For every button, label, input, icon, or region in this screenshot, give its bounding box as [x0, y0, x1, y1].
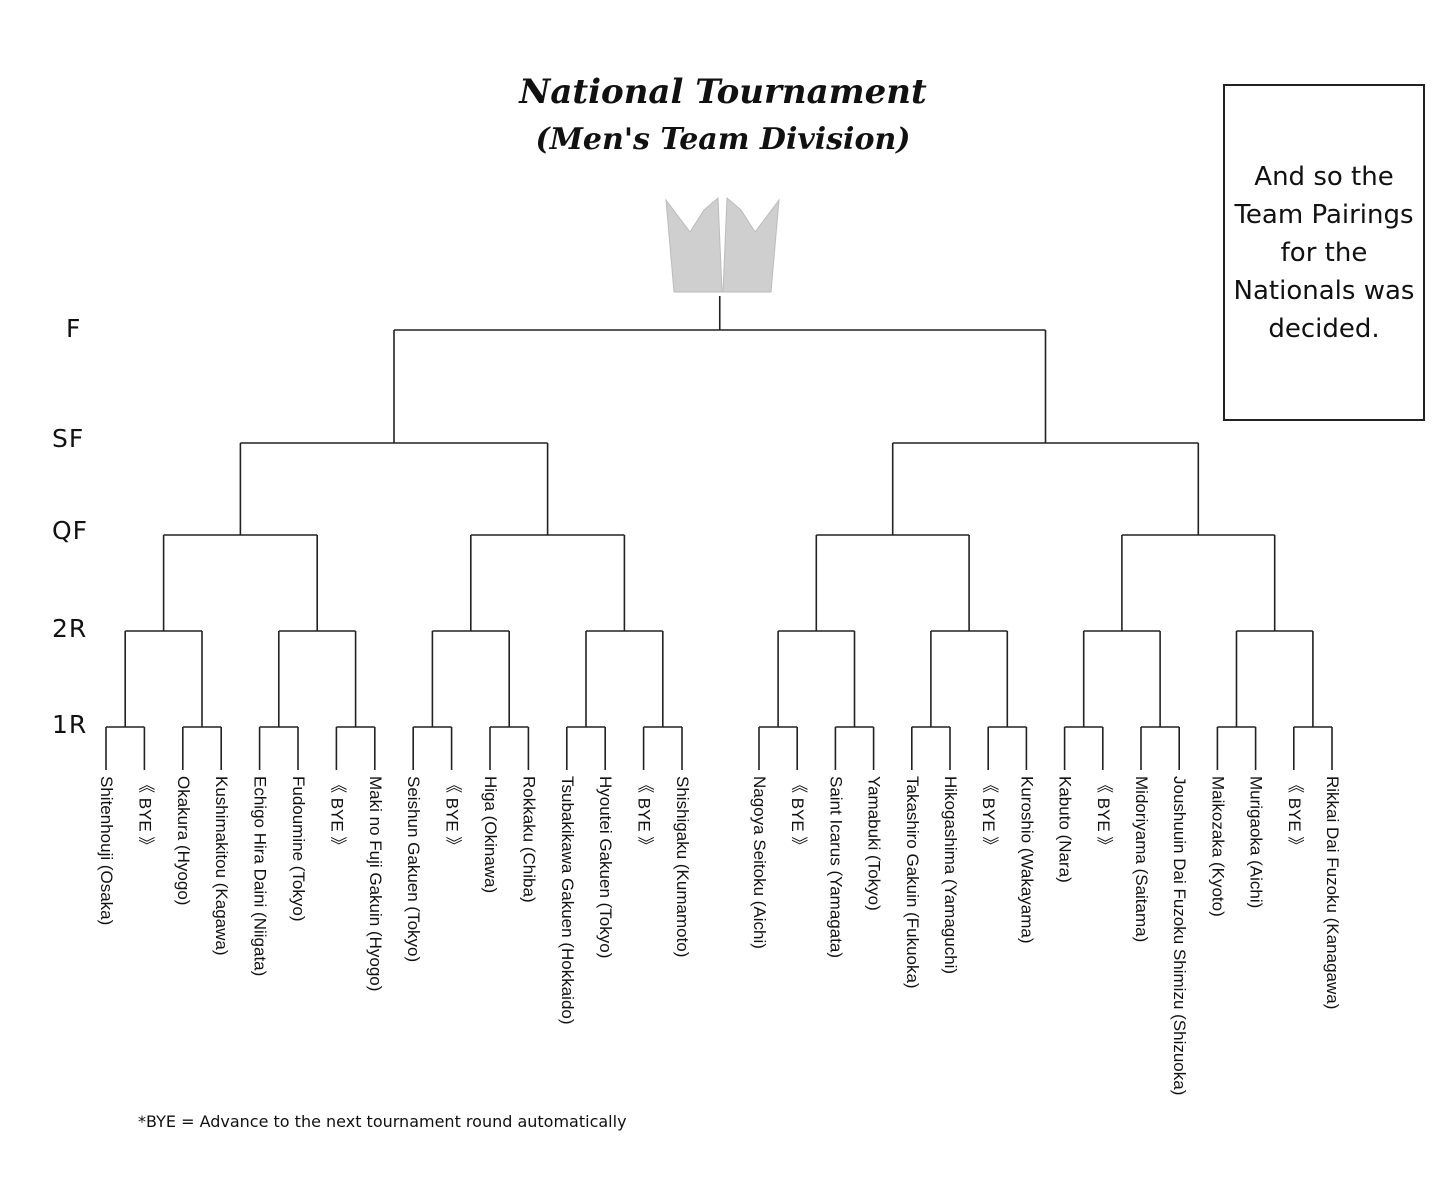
- team-name: Higa (Okinawa): [481, 776, 500, 894]
- team-name: Okakura (Hyogo): [173, 776, 193, 906]
- team-name: Hikogashima (Yamaguchi): [941, 776, 960, 975]
- bye-slot: 《 BYE 》: [979, 776, 999, 854]
- team-name: Shitenhouji (Osaka): [97, 776, 116, 926]
- round-label-round1: 1R: [52, 710, 88, 739]
- bye-slot: 《 BYE 》: [1093, 776, 1113, 854]
- team-name: Midoriyama (Saitama): [1132, 776, 1151, 943]
- team-name: Fudoumine (Tokyo): [289, 776, 308, 922]
- announcement-text: And so the Team Pairings for the Nationa…: [1233, 161, 1415, 344]
- team-name: Echigo Hira Daini (Niigata): [250, 776, 270, 977]
- bye-slot: 《 BYE 》: [327, 776, 347, 854]
- team-name: Kabuto (Nara): [1055, 776, 1075, 883]
- team-name: Saint Icarus (Yamagata): [826, 776, 846, 959]
- bye-slot: 《 BYE 》: [788, 776, 808, 854]
- team-name: Nagoya Seitoku (Aichi): [750, 776, 769, 949]
- team-name: Shishigaku (Kumamoto): [673, 776, 692, 958]
- team-name: Maki no Fuji Gakuin (Hyogo): [365, 776, 385, 992]
- bye-footnote: *BYE = Advance to the next tournament ro…: [138, 1112, 627, 1131]
- round-label-quarterfinal: QF: [52, 516, 89, 545]
- team-name: Rikkai Dai Fuzoku (Kanagawa): [1323, 776, 1342, 1010]
- bye-slot: 《 BYE 》: [442, 776, 462, 854]
- crown-icon: [665, 196, 780, 293]
- round-label-final: F: [66, 314, 82, 343]
- announcement-box: And so the Team Pairings for the Nationa…: [1223, 84, 1425, 421]
- bracket-subtitle: (Men's Team Division): [535, 122, 911, 157]
- round-label-round2: 2R: [52, 614, 88, 643]
- bye-slot: 《 BYE 》: [135, 776, 155, 854]
- team-name: Rokkaku (Chiba): [519, 776, 539, 903]
- team-name: Murigaoka (Aichi): [1246, 776, 1266, 909]
- team-name: Kuroshio (Wakayama): [1017, 776, 1037, 944]
- team-name: Yamabuki (Tokyo): [864, 776, 884, 911]
- team-name: Hyoutei Gakuen (Tokyo): [596, 776, 616, 959]
- bracket-title: National Tournament: [519, 72, 927, 112]
- bye-slot: 《 BYE 》: [634, 776, 654, 854]
- team-name: Seishun Gakuen (Tokyo): [404, 776, 424, 963]
- team-name: Kushimakitou (Kagawa): [212, 776, 232, 956]
- team-name: Joushuuin Dai Fuzoku Shimizu (Shizuoka): [1170, 776, 1190, 1096]
- round-label-semifinal: SF: [52, 424, 85, 453]
- team-name: Maikozaka (Kyoto): [1208, 776, 1228, 917]
- bye-slot: 《 BYE 》: [1284, 776, 1304, 854]
- team-name: Takashiro Gakuin (Fukuoka): [902, 776, 922, 989]
- team-name: Tsubakikawa Gakuen (Hokkaido): [557, 776, 577, 1025]
